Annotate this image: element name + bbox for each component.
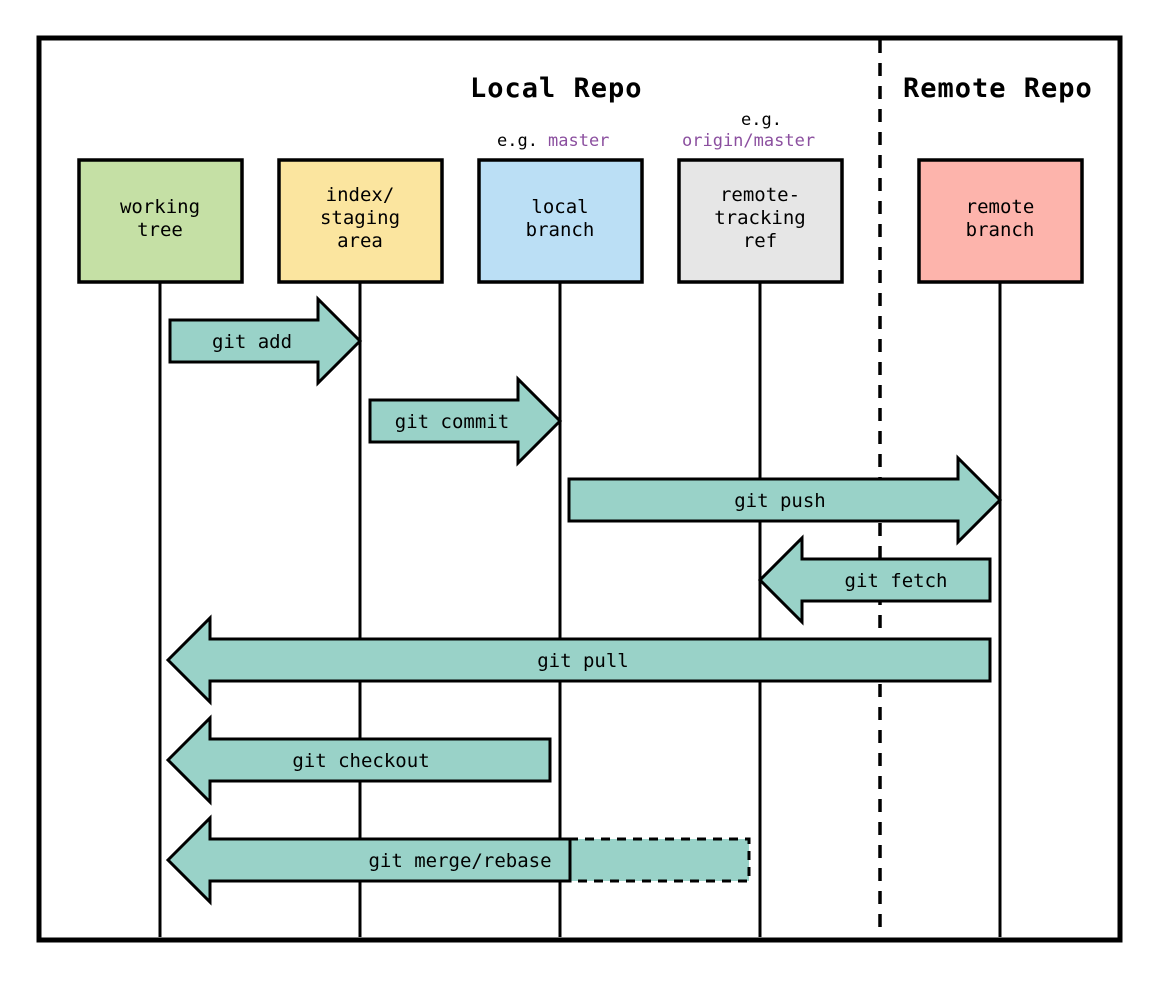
node-staging-area-line-2: area bbox=[337, 230, 383, 252]
node-working-tree-line-0: working bbox=[120, 196, 200, 218]
arrow-git-add-label: git add bbox=[212, 331, 292, 353]
arrow-git-commit: git commit bbox=[368, 375, 563, 467]
arrow-git-commit-label: git commit bbox=[395, 411, 509, 433]
node-staging-area: index/ staging area bbox=[277, 158, 444, 284]
caption-master-ref: master bbox=[548, 131, 609, 151]
node-staging-area-line-1: staging bbox=[320, 207, 400, 229]
node-remote-branch-line-1: branch bbox=[966, 219, 1035, 241]
node-staging-area-line-0: index/ bbox=[326, 184, 395, 206]
arrow-git-fetch: git fetch bbox=[757, 534, 992, 626]
arrow-git-add: git add bbox=[168, 295, 363, 387]
arrow-git-checkout: git checkout bbox=[165, 714, 552, 806]
caption-origin-prefix: e.g. bbox=[741, 110, 782, 130]
node-local-branch-line-1: branch bbox=[526, 219, 595, 241]
arrow-git-merge-rebase: git merge/rebase bbox=[165, 814, 751, 906]
arrow-git-push-label: git push bbox=[734, 490, 826, 512]
arrow-git-pull: git pull bbox=[165, 614, 992, 706]
caption-origin-ref: origin/master bbox=[682, 131, 815, 151]
node-remote-tracking-line-1: tracking bbox=[714, 207, 806, 229]
arrow-git-fetch-label: git fetch bbox=[845, 570, 948, 592]
node-remote-tracking-line-2: ref bbox=[743, 230, 777, 252]
arrow-git-checkout-label: git checkout bbox=[292, 750, 429, 772]
arrow-git-push: git push bbox=[567, 454, 1003, 546]
local-repo-title: Local Repo bbox=[470, 73, 643, 104]
node-remote-branch-line-0: remote bbox=[966, 196, 1035, 218]
node-working-tree-line-1: tree bbox=[137, 219, 183, 241]
node-working-tree: working tree bbox=[77, 158, 244, 284]
remote-repo-title: Remote Repo bbox=[903, 73, 1093, 104]
arrow-git-merge-rebase-label: git merge/rebase bbox=[368, 850, 551, 872]
node-remote-tracking-line-0: remote- bbox=[720, 184, 800, 206]
node-remote-branch: remote branch bbox=[917, 158, 1084, 284]
node-local-branch: local branch bbox=[477, 158, 644, 284]
arrow-git-pull-label: git pull bbox=[537, 650, 629, 672]
caption-master-prefix: e.g. bbox=[497, 131, 538, 151]
arrow-merge-rebase-dashed-tail bbox=[567, 837, 751, 883]
node-local-branch-line-0: local bbox=[531, 196, 588, 218]
node-remote-tracking-ref: remote- tracking ref bbox=[677, 158, 844, 284]
